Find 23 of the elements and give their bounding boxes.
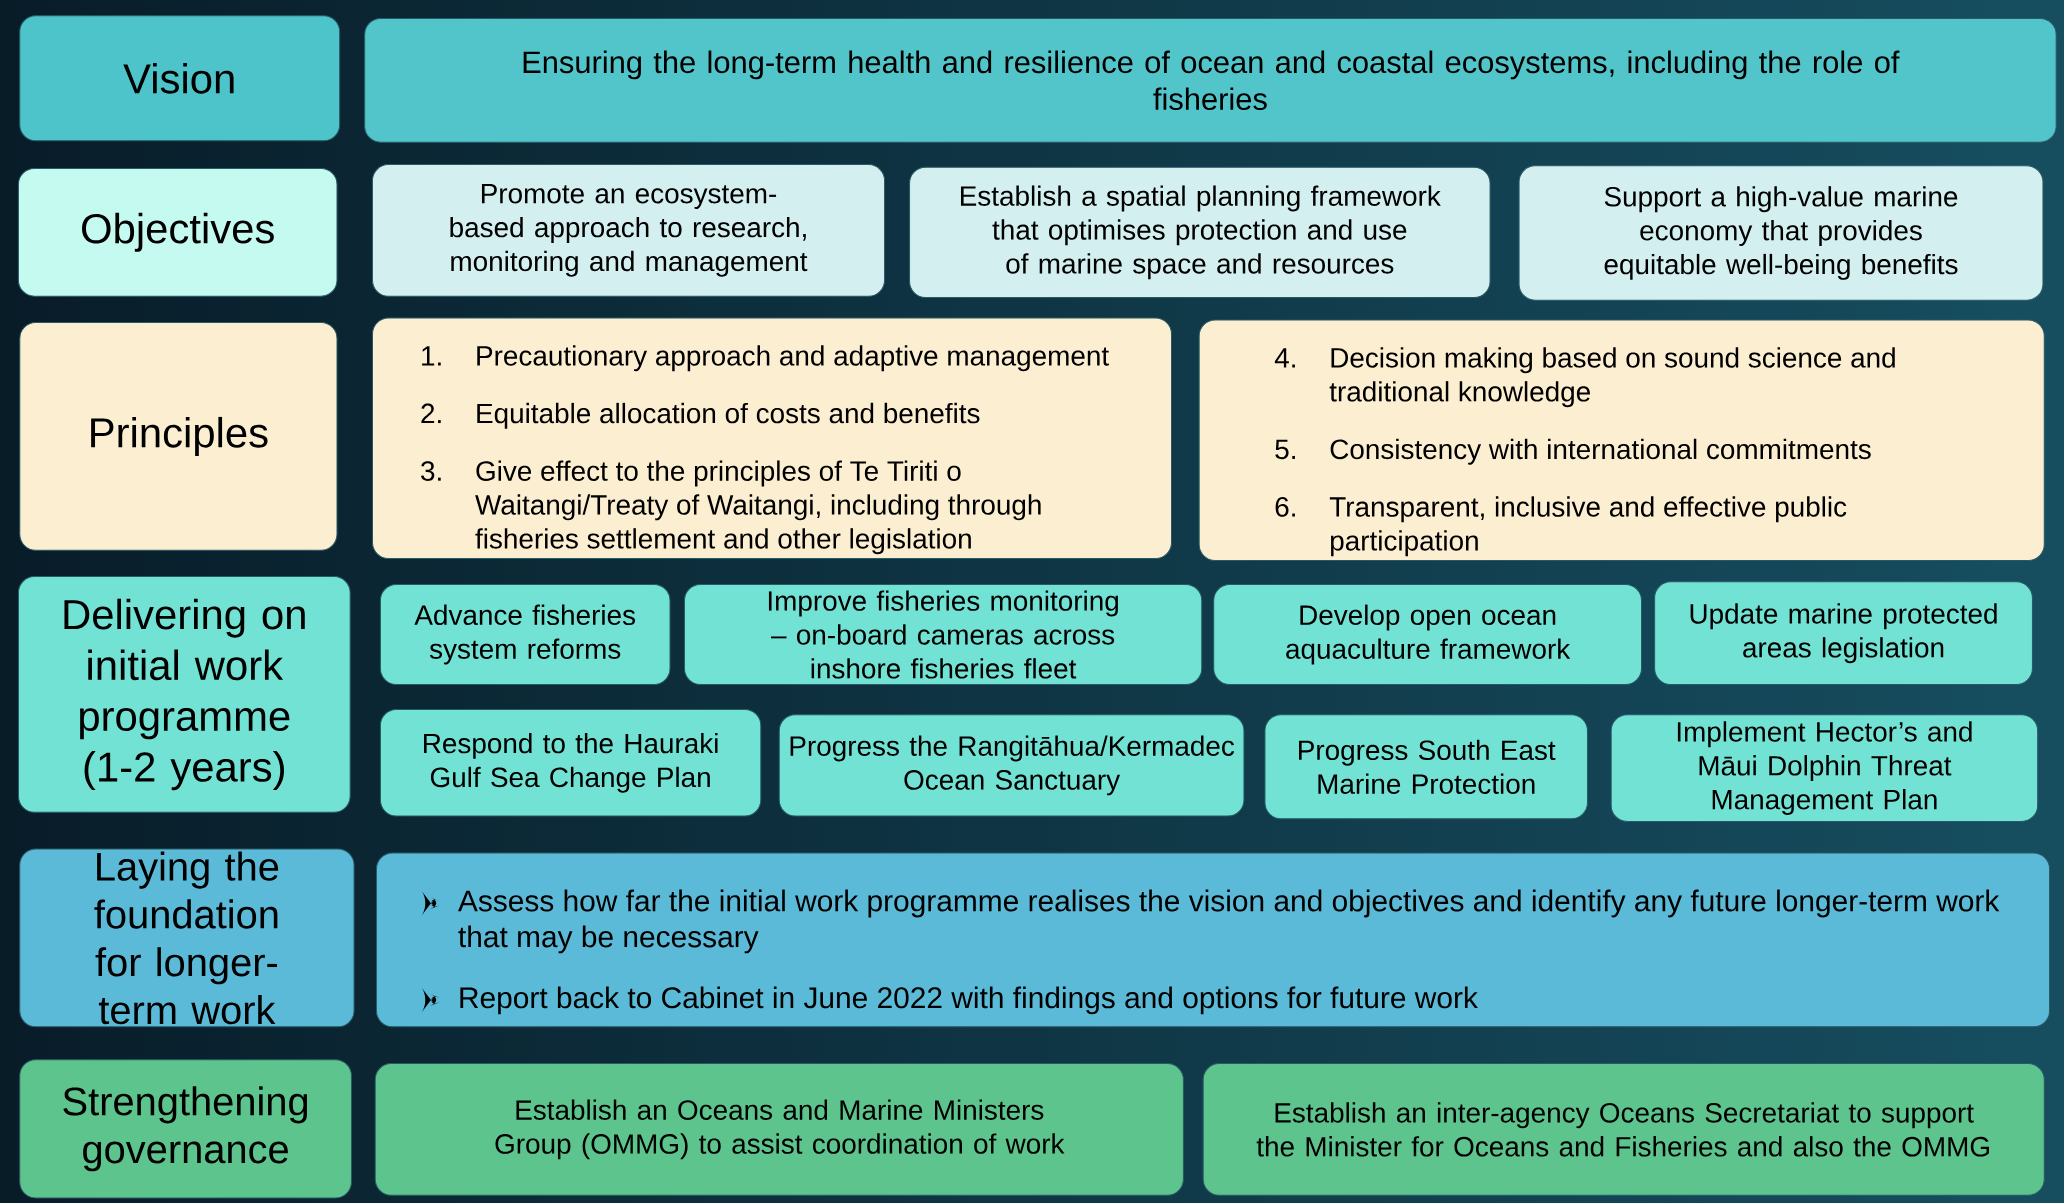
statement-box: Respond to the Hauraki Gulf Sea Change Plan <box>379 709 762 817</box>
statement-box: Ensuring the long-term health and resilience of ocean and coastal ecosystems, including the role of fisheries <box>364 17 2057 143</box>
statement-box: Support a high-value marine economy that provides equitable well-being benefits <box>1518 165 2044 301</box>
principles-box: 1. Precautionary approach and adaptive management 2. Equitable allocation of costs and benefits 3. Give effect to the principles of Te Tiriti o Waitangi/Treaty of Waitangi, including through fisheries settlement and other legislation <box>372 317 1172 560</box>
statement-box: Develop open ocean aquaculture framework <box>1213 584 1642 685</box>
row-heading-box: Objectives <box>17 167 338 297</box>
statement-box: Update marine protected areas legislation <box>1654 581 2033 686</box>
statement-box: Establish a spatial planning framework that optimises protection and use of marine space and resources <box>909 166 1491 298</box>
statement-box: Establish an inter-agency Oceans Secretariat to support the Minister for Oceans and Fisheries and also the OMMG <box>1202 1063 2045 1196</box>
statement-box: Progress South East Marine Protection <box>1264 714 1588 820</box>
row-heading-box: Vision <box>19 15 341 142</box>
row-heading-box: Delivering on initial work programme (1-2 years) <box>17 576 351 813</box>
statement-box: Promote an ecosystem-based approach to research, monitoring and management <box>371 164 886 297</box>
statement-box: Progress the Rangitāhua/Kermadec Ocean Sanctuary <box>778 714 1245 817</box>
row-heading-box: Principles <box>19 322 338 551</box>
bullet-list-box: Assess how far the initial work programme realises the vision and objectives and identify any future longer-term work that may be necessary Report back to Cabinet in June 2022 with findings and options for future work <box>375 852 2051 1028</box>
statement-box: Advance fisheries system reforms <box>379 584 671 685</box>
statement-box: Improve fisheries monitoring – on-board cameras across inshore fisheries fleet <box>683 584 1203 685</box>
statement-box: Establish an Oceans and Marine Ministers Group (OMMG) to assist coordination of work <box>374 1063 1184 1196</box>
row-heading-box: Strengthening governance <box>19 1059 352 1199</box>
principles-box: 4. Decision making based on sound science and traditional knowledge 5. Consistency with international commitments 6. Transparent, inclusive and effective public participation <box>1198 319 2045 562</box>
statement-box: Implement Hector’s and Māui Dolphin Threat Management Plan <box>1610 714 2039 822</box>
row-heading-box: Laying the foundation for longer-term work <box>19 848 355 1028</box>
